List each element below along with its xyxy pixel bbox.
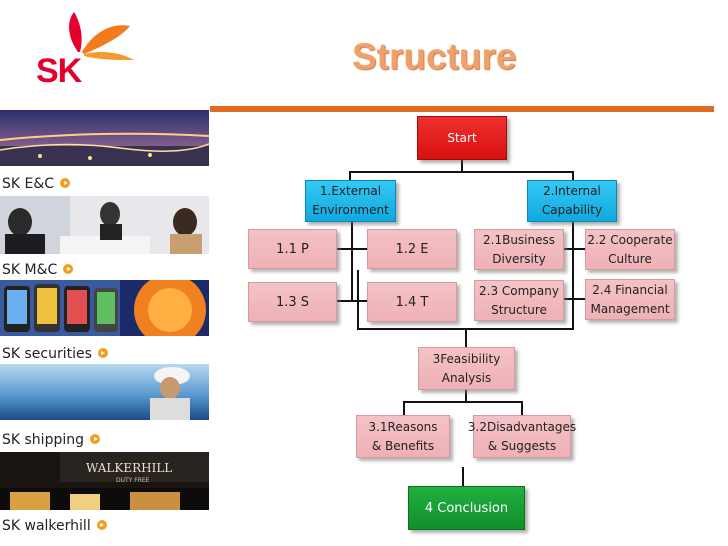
logo-text: SK <box>36 52 82 90</box>
sidebar-item-label: SK shipping <box>2 432 84 448</box>
connector <box>548 298 588 300</box>
node-label: 1.1 P <box>276 241 309 257</box>
node-label: 2.Internal <box>543 184 601 198</box>
connector <box>349 171 574 173</box>
node-label: 1.4 T <box>395 294 429 310</box>
page-title: Structure <box>352 36 517 77</box>
node-label: 2.1Business <box>483 232 555 247</box>
node-label: Culture <box>608 251 652 266</box>
node-label: 1.2 E <box>395 241 429 257</box>
node-label: 3.1Reasons <box>368 419 438 434</box>
sidebar-item-sk-mc[interactable]: SK M&C <box>2 262 74 278</box>
arrow-right-icon <box>90 434 100 444</box>
connector <box>462 467 464 487</box>
sidebar-item-sk-securities[interactable]: SK securities <box>2 346 108 362</box>
connector <box>403 401 523 403</box>
node-label: 3.2Disadvantages <box>467 419 577 434</box>
sidebar-image-walkerhill: WALKERHILL DUTY FREE <box>0 452 209 510</box>
node-label: 2.2 Cooperate <box>587 232 673 247</box>
sidebar-item-sk-shipping[interactable]: SK shipping <box>2 432 100 448</box>
sidebar-item-sk-ec[interactable]: SK E&C <box>2 176 71 192</box>
node-1-3-s: 1.3 S <box>248 282 337 322</box>
sidebar-image-phones <box>0 280 209 336</box>
walkerhill-sign-text: WALKERHILL <box>86 461 172 475</box>
node-label: 2.4 Financial <box>592 282 668 297</box>
sidebar-item-label: SK securities <box>2 346 92 362</box>
arrow-right-icon <box>96 520 107 530</box>
connector <box>316 300 368 302</box>
connector <box>349 171 351 181</box>
node-label: 4 Conclusion <box>424 500 509 516</box>
node-label: 1.3 S <box>275 294 310 310</box>
sidebar-item-sk-walkerhill[interactable]: SK walkerhill <box>2 518 107 534</box>
node-label: Analysis <box>441 370 492 385</box>
connector <box>572 222 574 330</box>
node-1-2-e: 1.2 E <box>367 229 457 269</box>
connector <box>572 171 574 181</box>
connector <box>461 160 463 172</box>
butterfly-icon <box>69 12 134 60</box>
node-label: Capability <box>541 203 603 217</box>
sidebar-item-label: SK E&C <box>2 176 55 192</box>
node-label: Diversity <box>492 251 546 266</box>
arrow-right-icon <box>63 264 74 274</box>
node-3-2-disadvantages-suggests: 3.2Disadvantages & Suggests <box>468 415 576 458</box>
node-3-1-reasons-benefits: 3.1Reasons & Benefits <box>356 415 450 458</box>
sidebar-image-shipping <box>0 364 209 420</box>
node-label: 2.3 Company <box>479 283 559 298</box>
connector <box>521 401 523 415</box>
sidebar-item-label: SK M&C <box>2 262 58 278</box>
walkerhill-sign-sub: DUTY FREE <box>116 477 150 484</box>
arrow-right-icon <box>97 348 108 358</box>
sk-logo <box>30 8 140 98</box>
connector <box>465 390 467 402</box>
title-divider <box>210 106 714 112</box>
node-start: Start <box>417 116 507 160</box>
node-label: Structure <box>491 302 547 317</box>
node-label: Management <box>590 301 670 316</box>
connector <box>357 270 359 330</box>
node-label: 1.External <box>319 184 382 198</box>
node-label: & Suggests <box>487 438 557 453</box>
node-1-4-t: 1.4 T <box>367 282 457 322</box>
connector <box>548 248 588 250</box>
node-label: & Benefits <box>371 438 435 453</box>
node-1-1-p: 1.1 P <box>248 229 337 269</box>
node-label: Environment <box>312 203 389 217</box>
connector <box>403 401 405 415</box>
connector <box>351 222 353 302</box>
connector <box>316 248 368 250</box>
sidebar-image-bridge <box>0 110 209 166</box>
node-label: Start <box>447 130 477 145</box>
connector <box>465 328 467 348</box>
node-label: 3Feasibility <box>432 351 501 366</box>
node-4-conclusion: 4 Conclusion <box>408 486 525 530</box>
sidebar-image-office <box>0 196 209 254</box>
sidebar: SK E&C SK M&C SK securities <box>0 108 209 546</box>
arrow-right-icon <box>60 178 71 188</box>
sidebar-item-label: SK walkerhill <box>2 518 91 534</box>
